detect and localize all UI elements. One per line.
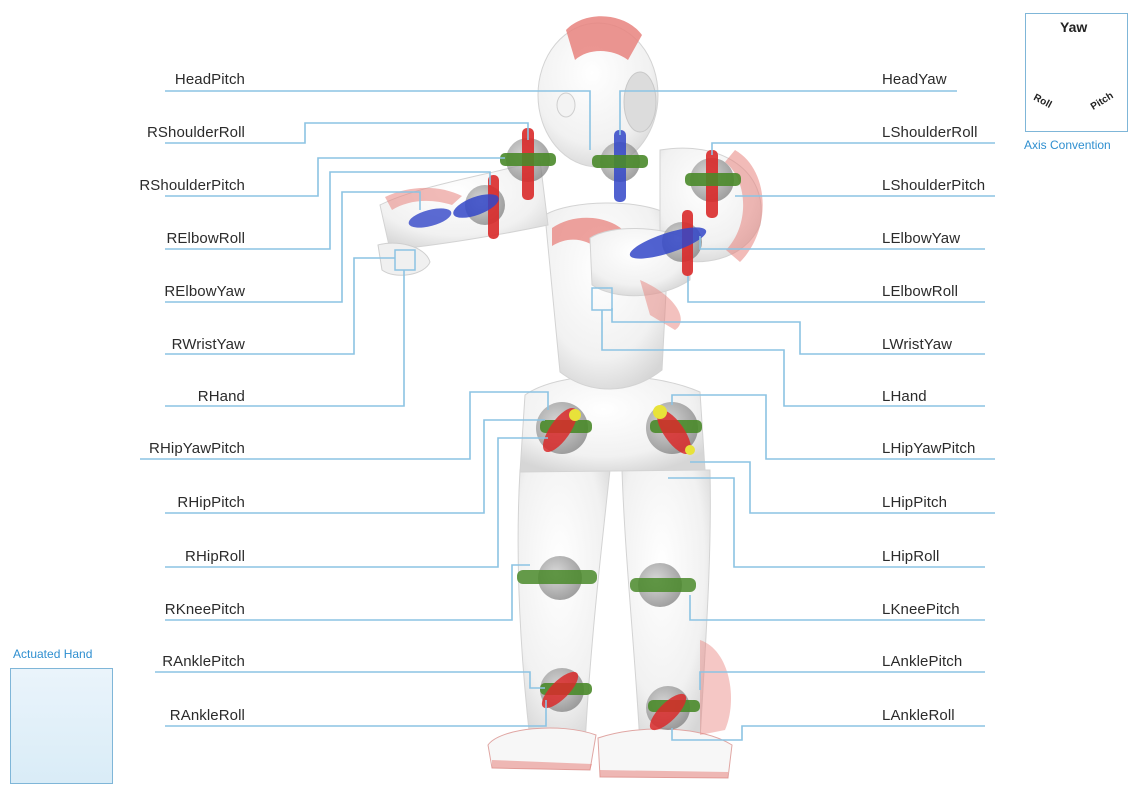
label-l-hip-yaw-pitch: LHipYawPitch bbox=[882, 440, 975, 458]
label-l-shoulder-roll: LShoulderRoll bbox=[882, 124, 978, 142]
leader-l-shoulder-roll bbox=[712, 143, 995, 155]
label-r-elbow-yaw: RElbowYaw bbox=[164, 283, 245, 301]
actuated-hand-title: Actuated Hand bbox=[13, 647, 92, 661]
leader-l-hip-pitch bbox=[690, 462, 995, 513]
label-r-ankle-roll: RAnkleRoll bbox=[170, 707, 245, 725]
label-head-yaw: HeadYaw bbox=[882, 71, 947, 89]
label-head-pitch: HeadPitch bbox=[175, 71, 245, 89]
label-l-elbow-yaw: LElbowYaw bbox=[882, 230, 960, 248]
label-l-wrist-yaw: LWristYaw bbox=[882, 336, 952, 354]
label-r-hand: RHand bbox=[198, 388, 245, 406]
label-l-hip-pitch: LHipPitch bbox=[882, 494, 947, 512]
axis-convention-caption: Axis Convention bbox=[1024, 138, 1111, 152]
leader-l-ankle-pitch bbox=[700, 672, 985, 690]
label-r-hip-yaw-pitch: RHipYawPitch bbox=[149, 440, 245, 458]
label-l-hand: LHand bbox=[882, 388, 927, 406]
label-r-elbow-roll: RElbowRoll bbox=[166, 230, 245, 248]
label-r-hip-roll: RHipRoll bbox=[185, 548, 245, 566]
label-l-ankle-roll: LAnkleRoll bbox=[882, 707, 955, 725]
label-l-knee-pitch: LKneePitch bbox=[882, 601, 960, 619]
label-r-hip-pitch: RHipPitch bbox=[177, 494, 245, 512]
label-r-wrist-yaw: RWristYaw bbox=[172, 336, 245, 354]
label-r-ankle-pitch: RAnklePitch bbox=[162, 653, 245, 671]
label-r-knee-pitch: RKneePitch bbox=[165, 601, 245, 619]
label-l-shoulder-pitch: LShoulderPitch bbox=[882, 177, 985, 195]
label-l-ankle-pitch: LAnklePitch bbox=[882, 653, 962, 671]
actuated-hand-box bbox=[10, 668, 113, 784]
axis-yaw-label: Yaw bbox=[1060, 19, 1087, 35]
label-r-shoulder-roll: RShoulderRoll bbox=[147, 124, 245, 142]
robot-body bbox=[378, 16, 763, 778]
label-l-elbow-roll: LElbowRoll bbox=[882, 283, 958, 301]
label-r-shoulder-pitch: RShoulderPitch bbox=[139, 177, 245, 195]
leader-r-ankle-pitch bbox=[155, 672, 545, 688]
label-l-hip-roll: LHipRoll bbox=[882, 548, 940, 566]
